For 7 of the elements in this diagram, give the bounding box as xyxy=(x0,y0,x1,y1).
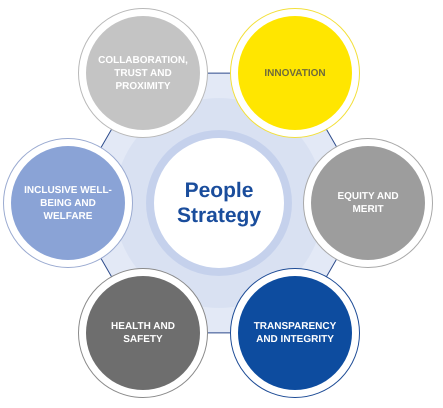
value-label: EQUITY AND MERIT xyxy=(336,190,400,216)
value-label: INNOVATION xyxy=(263,66,327,80)
value-label: TRANSPARENCY AND INTEGRITY xyxy=(252,320,338,346)
value-label: COLLABORATION, TRUST AND PROXIMITY xyxy=(97,54,189,92)
value-label: HEALTH AND SAFETY xyxy=(110,320,176,346)
center-title: People Strategy xyxy=(176,178,262,228)
value-label: INCLUSIVE WELL-BEING AND WELFARE xyxy=(23,184,113,222)
